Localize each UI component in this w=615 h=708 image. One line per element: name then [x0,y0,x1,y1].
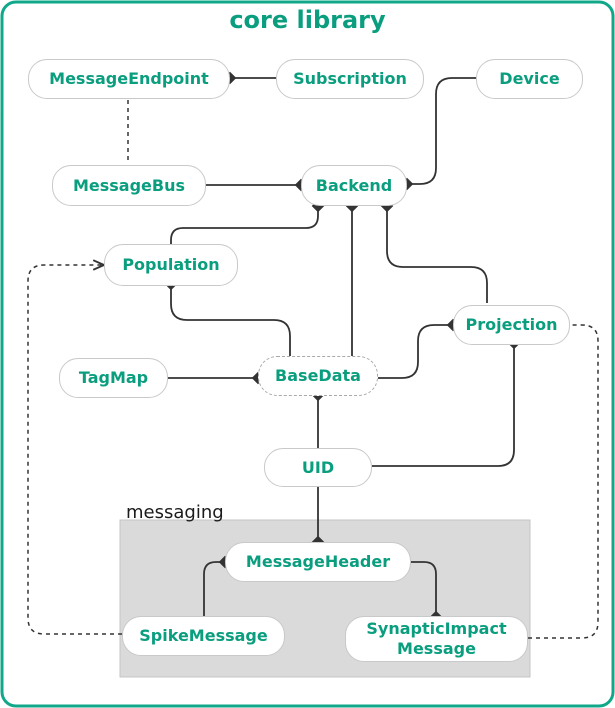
node-uid[interactable]: UID [264,448,372,487]
diagram-title: core library [229,6,386,34]
node-message-endpoint[interactable]: MessageEndpoint [28,59,230,99]
node-device[interactable]: Device [476,59,583,99]
node-message-header[interactable]: MessageHeader [225,542,411,582]
edge-basedata-projection [378,318,460,379]
edge-projection-backend [380,199,488,303]
node-spike-message[interactable]: SpikeMessage [122,616,285,656]
node-tag-map[interactable]: TagMap [59,358,168,398]
edge-population-backend [170,199,325,244]
node-projection[interactable]: Projection [453,305,570,345]
node-base-data[interactable]: BaseData [258,356,378,396]
edge-device-backend [400,77,476,191]
node-backend[interactable]: Backend [301,165,407,206]
edge-spikemessage-messageheader [203,555,232,618]
edge-basedata-population [164,277,291,356]
edge-uid-projection [372,336,521,467]
node-population[interactable]: Population [104,244,238,286]
node-message-bus[interactable]: MessageBus [52,165,206,206]
node-subscription[interactable]: Subscription [276,59,424,99]
edge-synapticimpactmessage-messageheader [411,561,443,624]
messaging-group-label: messaging [126,502,224,523]
edge-spikemessage-population [27,265,122,635]
node-synaptic-impact-message[interactable]: SynapticImpact Message [345,616,528,662]
